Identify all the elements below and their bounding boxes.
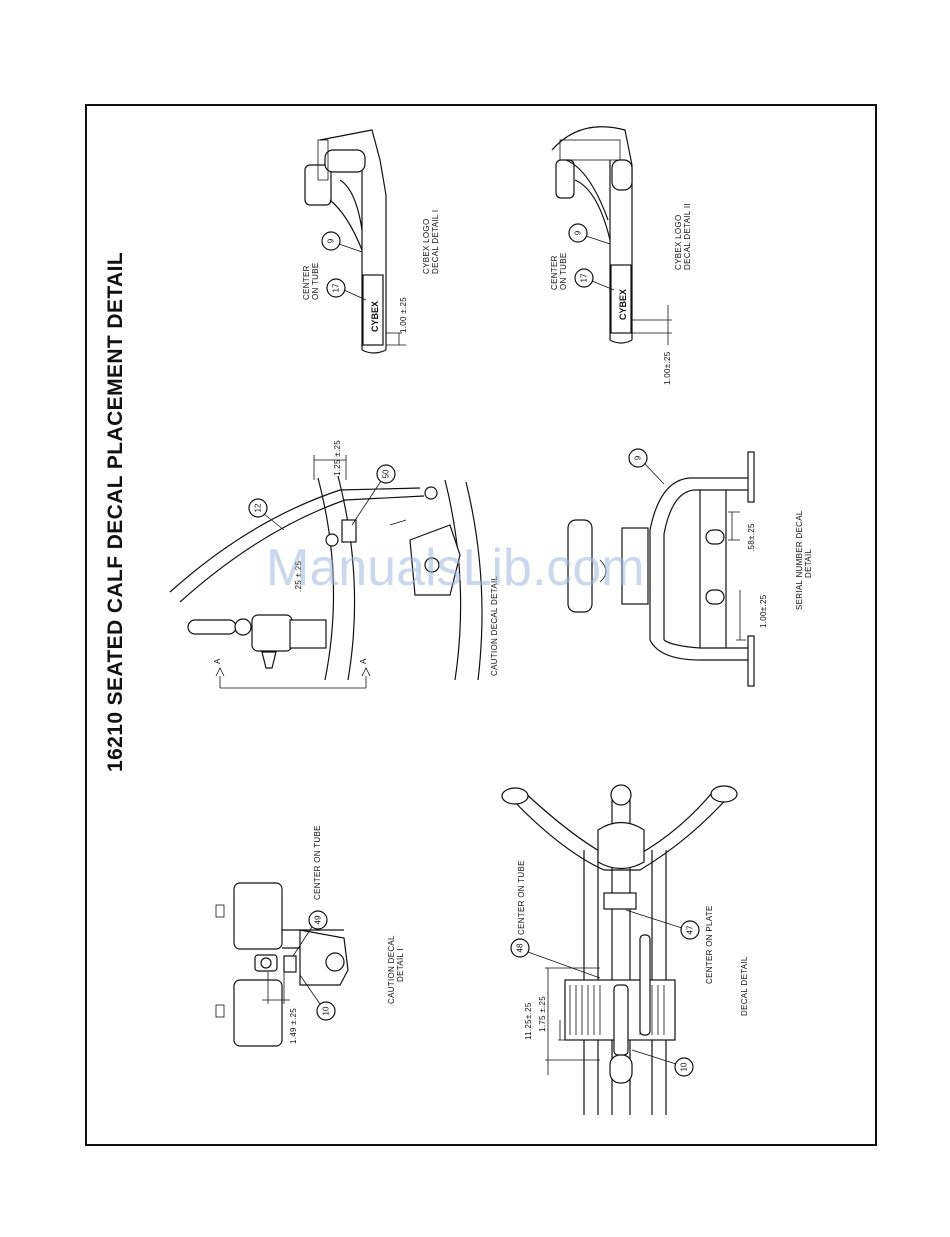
cybex-logo-1-center-1: CENTER	[302, 265, 311, 300]
callout-12: 12	[254, 503, 263, 512]
cybex-brand-2: CYBEX	[618, 289, 628, 320]
cybex-logo-decal-1	[362, 274, 384, 346]
serial-label-1: SERIAL NUMBER DECAL	[795, 510, 804, 610]
decal-center-tube: CENTER ON TUBE	[517, 860, 526, 935]
cybex-logo-2-center-1: CENTER	[550, 255, 559, 290]
cybex-logo-1-center-2: ON TUBE	[311, 262, 320, 300]
callout-9a: 9	[327, 238, 336, 243]
decal-detail-label: DECAL DETAIL	[740, 956, 749, 1016]
serial-dimension-a: .58±.25	[747, 523, 756, 552]
callout-17a: 17	[332, 283, 341, 292]
decal-detail: 11.25±.25 1.75 ±.25 48 47 10 CENTER ON T…	[501, 784, 749, 1115]
callout-10a: 10	[322, 1006, 331, 1015]
cybex-logo-detail-2: CYBEX 1.00±.25 17 9 CENTER ON TUBE CYBEX…	[550, 126, 692, 385]
cybex-logo-detail-1: CYBEX 1.00 ±.25 17 9 CENTER ON TUBE CYBE…	[302, 129, 440, 354]
cybex-logo-1-label-1: CYBEX LOGO	[422, 219, 431, 274]
decal-dimension-a: 11.25±.25	[524, 1002, 533, 1040]
cybex-logo-2-label-2: DECAL DETAIL II	[683, 203, 692, 270]
watermark: ManualsLib.com	[266, 539, 645, 597]
section-mark-a1: A	[213, 658, 222, 664]
serial-label-2: DETAIL	[804, 549, 813, 578]
caution-1-label-1: CAUTION DECAL	[387, 935, 396, 1004]
callout-9b: 9	[574, 230, 583, 235]
caution-dimension-a: 1.25 ±.25	[333, 440, 342, 476]
caution-decal-detail: 1.25 ±.25 .25 ±.25 A A 12 50 CAUTION DEC…	[169, 440, 499, 689]
drawing-border	[85, 104, 877, 1146]
cybex-brand-1: CYBEX	[370, 301, 380, 332]
decal-dimension-b: 1.75 ±.25	[538, 996, 547, 1032]
caution-detail-label: CAUTION DECAL DETAIL	[490, 576, 499, 676]
caution-decal	[341, 519, 357, 543]
caution-1-center: CENTER ON TUBE	[313, 825, 322, 900]
cybex-logo-1-label-2: DECAL DETAIL I	[431, 210, 440, 274]
callout-47: 47	[686, 925, 695, 934]
callout-48: 48	[516, 943, 525, 952]
cybex-logo-1-dimension: 1.00 ±.25	[399, 297, 408, 333]
callout-10b: 10	[680, 1062, 689, 1071]
cybex-logo-2-center-2: ON TUBE	[559, 252, 568, 290]
callout-9c: 9	[634, 455, 643, 460]
plate-decal	[603, 892, 637, 910]
page-title: 16210 SEATED CALF DECAL PLACEMENT DETAIL	[104, 252, 127, 772]
serial-number-detail: .58±.25 1.00±.25 9 SERIAL NUMBER DECAL D…	[567, 448, 813, 687]
caution-dimension-b: .25 ±.25	[294, 560, 303, 592]
serial-dimension-b: 1.00±.25	[759, 594, 768, 628]
section-mark-a2: A	[359, 658, 368, 664]
callout-49: 49	[314, 915, 323, 924]
caution-1-dimension: 1.49 ±.25	[289, 1008, 298, 1044]
caution-detail-1: 1.49 ±.25 49 10 CENTER ON TUBE CAUTION D…	[215, 825, 405, 1047]
callout-17b: 17	[580, 273, 589, 282]
cybex-logo-decal-2	[610, 264, 632, 334]
caution-1-label-2: DETAIL I	[396, 948, 405, 982]
cybex-logo-2-dimension: 1.00±.25	[663, 351, 672, 385]
callout-50: 50	[382, 469, 391, 478]
caution-decal-1	[283, 955, 297, 973]
decal-center-plate: CENTER ON PLATE	[705, 905, 714, 984]
cybex-logo-2-label-1: CYBEX LOGO	[674, 215, 683, 270]
